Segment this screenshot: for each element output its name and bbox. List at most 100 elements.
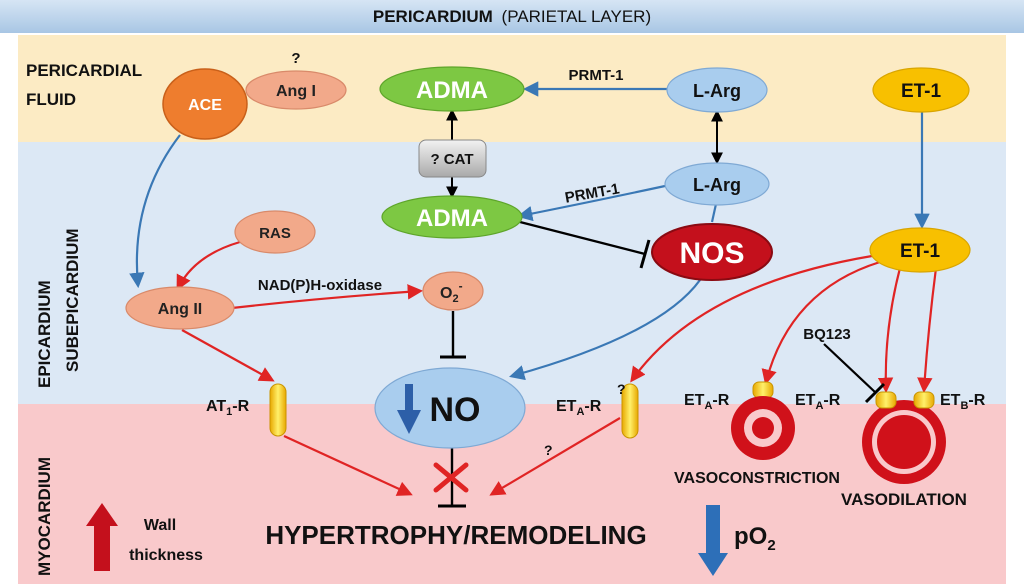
receptor-at1r: [269, 383, 287, 437]
edge-ras-to-ang2: [176, 240, 241, 291]
receptor-etar-vaso-tail: -R: [712, 392, 729, 409]
header-title: PERICARDIUM (PARIETAL LAYER): [373, 7, 651, 26]
node-et1-fluid-label: ET-1: [901, 81, 942, 102]
node-adma-fluid-label: ADMA: [416, 77, 488, 104]
node-larg-epi: [664, 162, 770, 206]
edge-larg-to-adma-mid: [516, 184, 666, 222]
node-superoxide-sup: -: [459, 279, 463, 293]
node-adma-epi: [381, 195, 523, 239]
zone-subepicardium: SUBEPICARDIUM: [63, 228, 82, 372]
receptor-etar-dil: [875, 391, 897, 409]
edge-ang2-to-at1r: [181, 329, 275, 382]
edge-et1-to-etar-myo: [630, 254, 873, 383]
receptor-etar-dil-sub: A: [815, 400, 823, 412]
node-et1-fluid: [872, 67, 970, 113]
label-hypertrophy-remodeling: HYPERTROPHY/REMODELING: [265, 520, 646, 550]
node-cat-label: ? CAT: [430, 151, 473, 168]
header-title-sub: (PARIETAL LAYER): [502, 7, 652, 26]
receptor-etar-vaso-main: ET: [684, 392, 705, 409]
node-ang2: [125, 286, 235, 330]
receptor-etbr-sub: B: [960, 400, 968, 412]
label-vasoconstriction: VASOCONSTRICTION: [674, 470, 840, 487]
receptor-at1r-label: AT1-R: [206, 398, 250, 418]
receptor-at1r-tail: -R: [232, 398, 249, 415]
receptor-etar-dil-main: ET: [795, 392, 816, 409]
receptor-etar-myo-label: ETA-R: [556, 398, 602, 418]
receptor-etar-myo-sub: A: [576, 406, 584, 418]
node-larg-fluid-label: L-Arg: [693, 81, 741, 101]
receptor-etar-dil-tail: -R: [823, 392, 840, 409]
edge-et1-to-etbr: [917, 267, 938, 394]
vessel-dilated-core: [877, 415, 931, 469]
header-title-main: PERICARDIUM: [373, 7, 493, 26]
node-ace: [162, 68, 248, 140]
node-ras: [234, 210, 316, 254]
zone-fluid-line2: FLUID: [26, 90, 76, 109]
edge-at1r-to-hypertrophy: [283, 435, 413, 496]
node-ang2-label: Ang II: [158, 301, 202, 318]
receptor-etbr-tail: -R: [968, 392, 985, 409]
node-adma-fluid: [379, 66, 525, 112]
label-bq123: BQ123: [803, 326, 851, 343]
node-adma-epi-label: ADMA: [416, 205, 488, 232]
label-po2: pO2: [734, 523, 776, 554]
edge-bq123-inhibits-etar: [823, 343, 877, 394]
header-bar: [0, 0, 1024, 33]
receptor-etbr: [913, 391, 935, 409]
zone-epicardium: EPICARDIUM: [35, 280, 54, 388]
node-ang1-label: Ang I: [276, 83, 316, 100]
node-et1-epi: [869, 227, 971, 273]
po2-down-arrow-icon: [698, 505, 728, 576]
receptor-etar-vaso-label: ETA-R: [684, 392, 730, 412]
node-superoxide-sub: 2: [452, 293, 458, 305]
vessel-constricted-core: [752, 417, 774, 439]
no-decrease-arrow-icon: [397, 384, 421, 434]
epicardium-band: [18, 142, 1006, 404]
receptor-etar-myo-main: ET: [556, 398, 577, 415]
edge-nos-to-no: [509, 279, 701, 381]
receptor-etbr-label: ETB-R: [940, 392, 986, 412]
node-ang1: [245, 70, 347, 110]
receptor-etar-vaso-sub: A: [704, 400, 712, 412]
label-prmt1-fluid: PRMT-1: [568, 67, 623, 84]
label-nadph-oxidase: NAD(P)H-oxidase: [258, 277, 382, 294]
label-vasodilation: VASODILATION: [841, 490, 967, 509]
node-no-label: NO: [430, 391, 481, 429]
myocardium-band: [18, 404, 1006, 584]
edge-ace-to-ang2: [129, 134, 181, 289]
receptor-etar-vaso: [752, 381, 774, 399]
node-larg-fluid: [666, 67, 768, 113]
edge-adma-inhibits-nos: [519, 220, 646, 256]
node-ang1-question: ?: [291, 50, 300, 67]
label-wall: Wall: [144, 517, 176, 534]
node-superoxide-label: O2-: [440, 279, 463, 305]
blocked-cross-icon: [433, 462, 469, 493]
receptor-at1r-main: AT: [206, 398, 226, 415]
node-nos: [651, 223, 773, 281]
edge-et1-to-etar-dil: [877, 267, 902, 394]
label-po2-sub: 2: [767, 537, 775, 554]
node-larg-epi-label: L-Arg: [693, 175, 741, 195]
receptor-etar-dil-label: ETA-R: [795, 392, 841, 412]
label-thickness: thickness: [129, 547, 203, 564]
receptor-etar-myo: [621, 383, 639, 439]
hypertrophy-question: ?: [544, 442, 553, 458]
zone-fluid-line1: PERICARDIAL: [26, 61, 142, 80]
node-nos-label: NOS: [679, 237, 744, 270]
node-cat: [418, 139, 487, 178]
edge-larg-to-nos: [710, 203, 718, 223]
receptor-at1r-sub: 1: [226, 406, 232, 418]
edge-ang2-to-o2: [231, 284, 424, 310]
wall-thickness-up-arrow-icon: [86, 503, 118, 571]
edge-adma-inhibits-nos-bar: [639, 239, 651, 269]
node-superoxide: [422, 271, 484, 311]
node-ace-label: ACE: [188, 97, 222, 114]
node-et1-epi-label: ET-1: [900, 241, 941, 262]
node-superoxide-o: O: [440, 285, 452, 302]
receptor-etar-myo-tail: -R: [584, 398, 601, 415]
node-ras-label: RAS: [259, 225, 291, 242]
zone-myocardium: MYOCARDIUM: [35, 457, 54, 576]
label-po2-main: pO: [734, 523, 767, 550]
